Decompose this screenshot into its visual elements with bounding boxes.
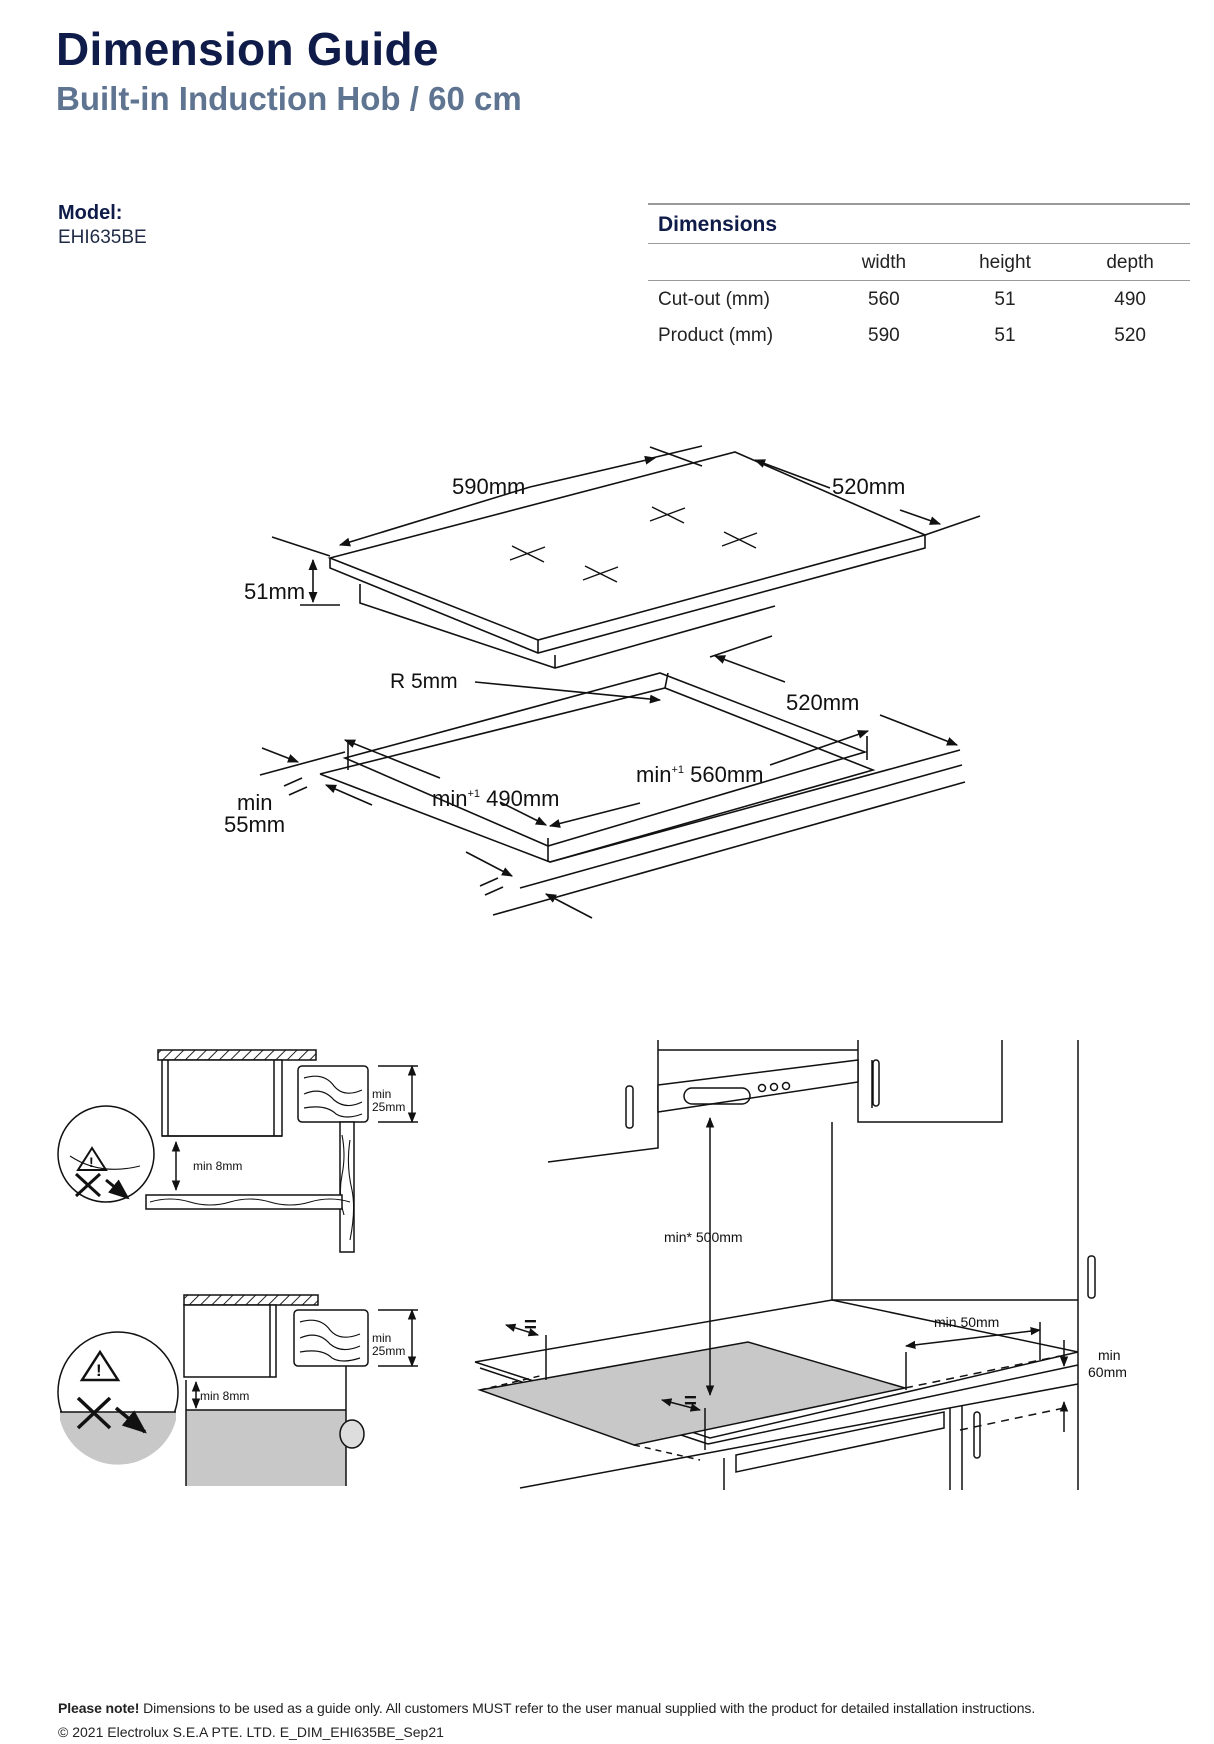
label-min55-line2: 55mm (224, 812, 285, 837)
section-view-1 (57, 1049, 418, 1253)
detail-circle-1 (57, 1105, 155, 1203)
column-header-height: height (939, 244, 1071, 281)
model-label: Model: (58, 202, 123, 224)
prohibited-x-icon (76, 1396, 147, 1434)
section2-min25-line2: 25mm (372, 1344, 405, 1358)
dim-arrow-520-top (753, 459, 831, 489)
dimensions-table: Dimensions width height depth Cut-out (m… (648, 203, 1190, 353)
cell-depth: 520 (1114, 325, 1146, 346)
column-header-label (648, 244, 828, 281)
note-label: Please note! (58, 1700, 140, 1716)
footer-note: Please note! Dimensions to be used as a … (58, 1700, 1035, 1716)
countertop-cutout (319, 687, 876, 863)
table-header-row: width height depth (648, 244, 1190, 281)
section1-min25-line2: 25mm (372, 1100, 405, 1114)
range-hood (657, 1059, 859, 1113)
label-r5mm: R 5mm (390, 670, 458, 693)
cell-height: 51 (994, 289, 1016, 310)
leader-r5 (474, 681, 662, 704)
section-view-2 (57, 1294, 418, 1486)
page-subtitle: Built-in Induction Hob / 60 cm (56, 80, 522, 117)
section1-gap-label: min 8mm (193, 1159, 242, 1173)
column-header-depth: depth (1070, 244, 1190, 281)
label-min55-line1: min (237, 790, 272, 815)
cell-width: 560 (868, 289, 900, 310)
label-520mm-product: 520mm (832, 474, 905, 499)
cell-height: 51 (994, 325, 1016, 346)
hob-isometric-diagram (259, 445, 981, 919)
table-row: Product (mm) 590 51 520 (648, 317, 1190, 353)
label-590mm: 590mm (452, 474, 525, 499)
copyright: © 2021 Electrolux S.E.A PTE. LTD. E_DIM_… (58, 1724, 444, 1740)
kitchen-perspective-diagram (474, 1040, 1096, 1490)
label-560mm: min+1 560mm (636, 762, 763, 787)
section1-min25-line1: min (372, 1087, 391, 1101)
section2-min25-line1: min (372, 1331, 391, 1345)
prohibited-x-icon (74, 1172, 130, 1200)
svg-text:!: ! (96, 1361, 102, 1380)
room-equal-mark-1: = (524, 1312, 537, 1337)
label-51mm: 51mm (244, 579, 305, 604)
side-clearance-label: min 50mm (934, 1314, 999, 1330)
page-title: Dimension Guide (56, 23, 439, 75)
room-equal-mark-2: = (684, 1388, 697, 1413)
column-header-width: width (828, 244, 940, 281)
label-490mm: min+1 490mm (432, 786, 559, 811)
row-label: Product (mm) (658, 325, 774, 346)
hood-clearance-label: min* 500mm (664, 1229, 743, 1245)
rear-clearance-line1: min (1098, 1347, 1121, 1363)
cooking-zone-marks (509, 506, 758, 583)
row-label: Cut-out (mm) (658, 289, 770, 310)
dimensions-heading: Dimensions (648, 205, 1190, 244)
warning-triangle-icon: ! (76, 1146, 108, 1171)
warning-triangle-icon: ! (79, 1349, 121, 1382)
model-value: EHI635BE (58, 227, 147, 248)
dim-arrow-590 (338, 486, 531, 547)
table-row: Cut-out (mm) 560 51 490 (648, 281, 1190, 318)
rear-clearance-line2: 60mm (1088, 1364, 1127, 1380)
cell-depth: 490 (1114, 289, 1146, 310)
label-520mm-cutout: 520mm (786, 690, 859, 715)
svg-text:!: ! (89, 1154, 94, 1170)
note-text: Dimensions to be used as a guide only. A… (139, 1700, 1036, 1716)
cell-width: 590 (868, 325, 900, 346)
section2-gap-label: min 8mm (200, 1389, 249, 1403)
